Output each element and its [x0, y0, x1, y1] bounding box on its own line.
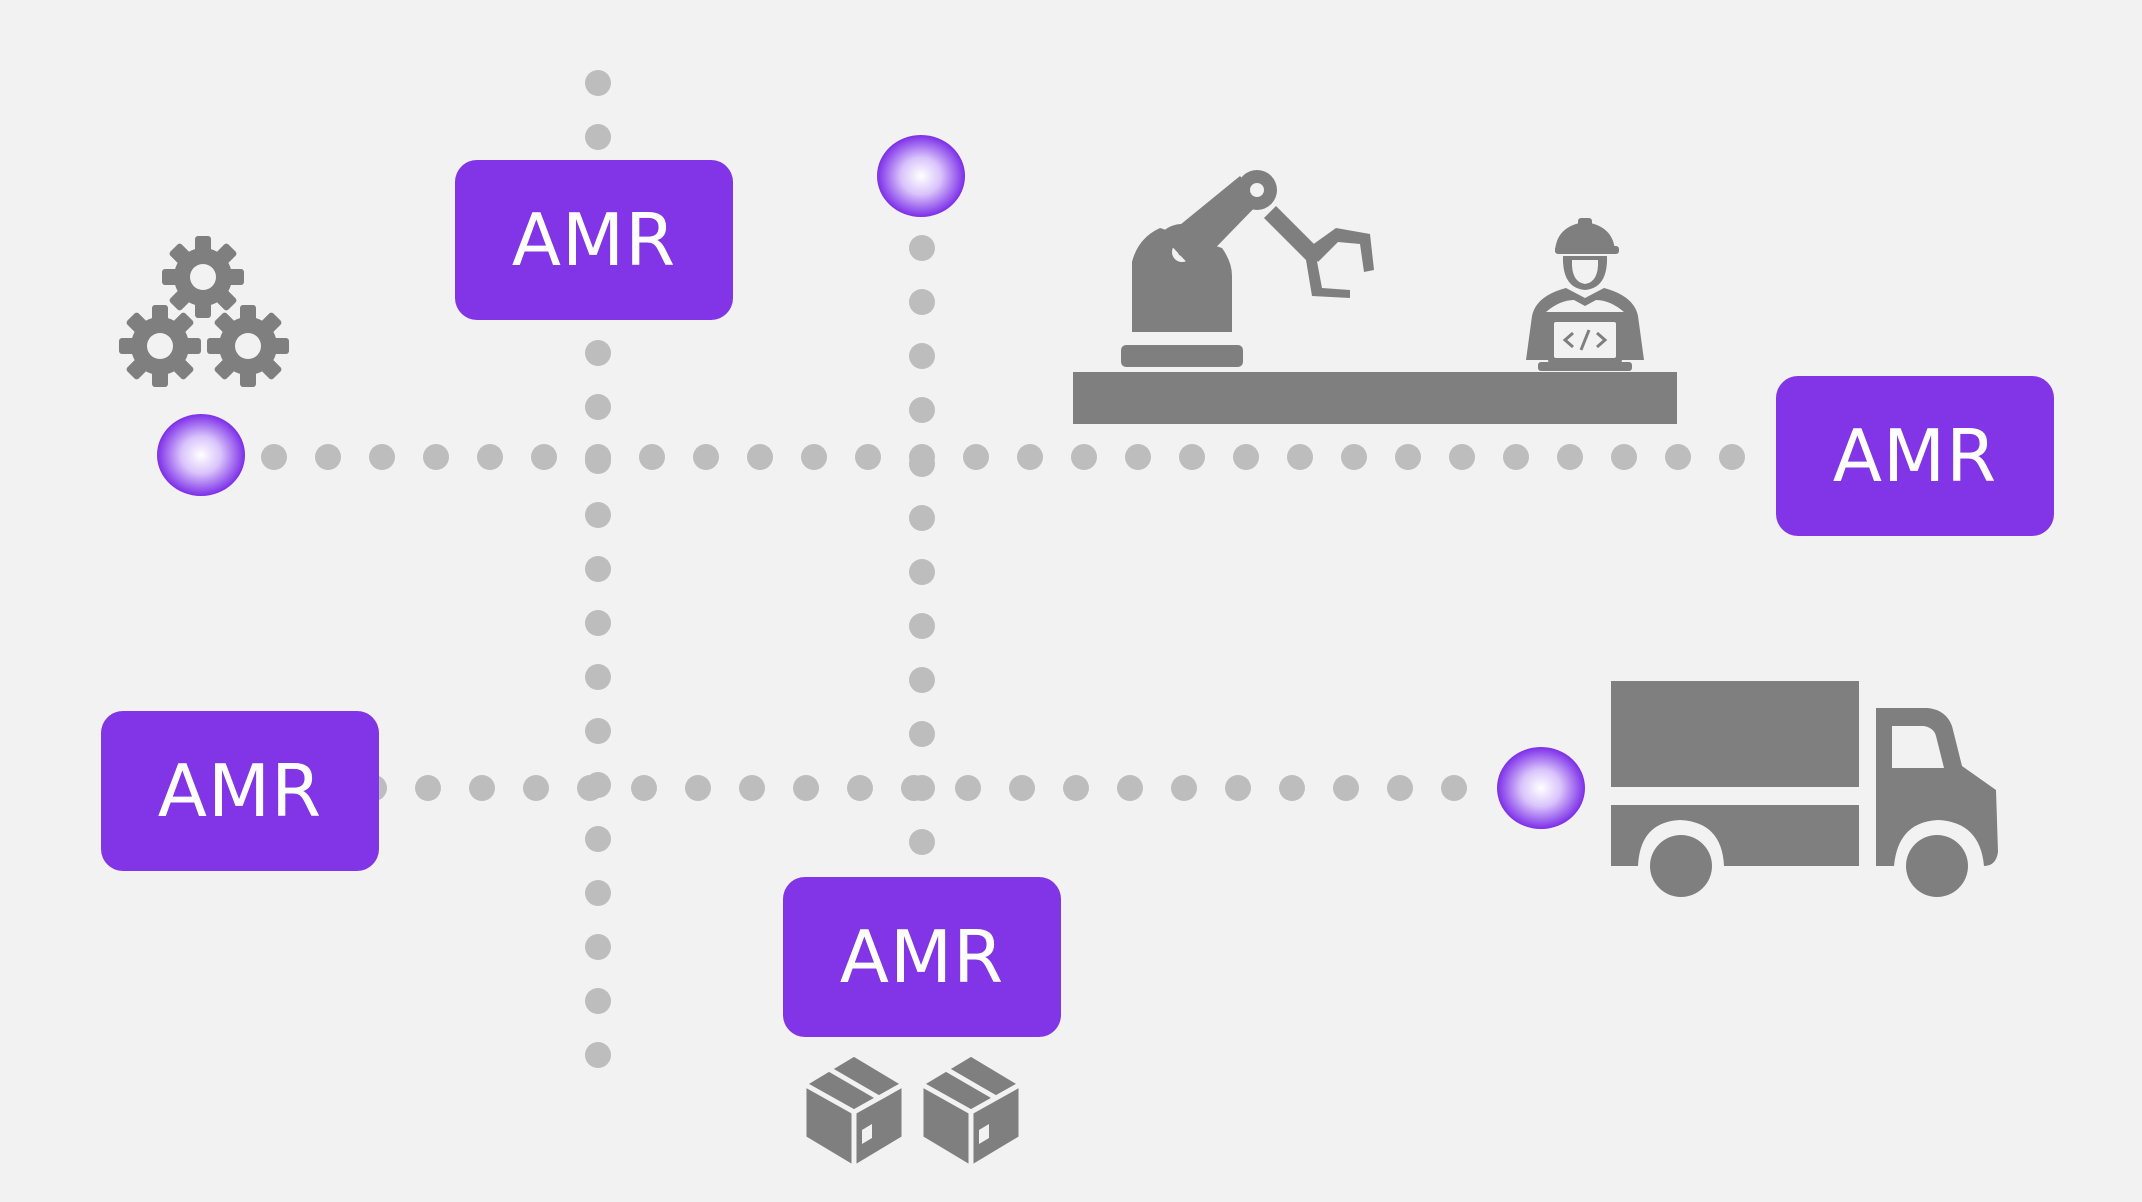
- path-dot: [1395, 444, 1421, 470]
- path-dot: [909, 235, 935, 261]
- workbench: [1073, 372, 1677, 424]
- path-dot: [1017, 444, 1043, 470]
- amr-box-bottom: AMR: [783, 877, 1061, 1037]
- path-dot: [909, 667, 935, 693]
- path-node-top: [877, 135, 965, 217]
- path-dot: [909, 721, 935, 747]
- path-dot: [423, 444, 449, 470]
- path-dot: [1125, 444, 1151, 470]
- delivery-truck-icon: [1611, 681, 1998, 897]
- path-dot: [909, 775, 935, 801]
- path-dot: [369, 444, 395, 470]
- path-dot: [909, 505, 935, 531]
- gears-icon: [119, 236, 289, 387]
- path-dot: [585, 502, 611, 528]
- path-dot: [909, 829, 935, 855]
- path-dots: [261, 70, 1745, 1068]
- path-dot: [963, 444, 989, 470]
- path-dot: [909, 397, 935, 423]
- path-dot: [1009, 775, 1035, 801]
- path-dot: [909, 559, 935, 585]
- path-dot: [585, 448, 611, 474]
- amr-box-left: AMR: [101, 711, 379, 871]
- path-dot: [477, 444, 503, 470]
- path-dot: [585, 610, 611, 636]
- path-dot: [1279, 775, 1305, 801]
- path-dot: [585, 718, 611, 744]
- amr-box-top: AMR: [455, 160, 733, 320]
- path-dot: [1387, 775, 1413, 801]
- path-dot: [1719, 444, 1745, 470]
- path-dot: [631, 775, 657, 801]
- path-dot: [585, 1042, 611, 1068]
- path-dot: [585, 880, 611, 906]
- amr-label: AMR: [157, 749, 323, 833]
- path-dot: [909, 613, 935, 639]
- path-dot: [1287, 444, 1313, 470]
- path-dot: [585, 340, 611, 366]
- path-dot: [585, 934, 611, 960]
- path-dot: [415, 775, 441, 801]
- path-dot: [639, 444, 665, 470]
- path-dot: [685, 775, 711, 801]
- path-dot: [585, 988, 611, 1014]
- path-dot: [1117, 775, 1143, 801]
- path-dot: [955, 775, 981, 801]
- amr-label: AMR: [511, 198, 677, 282]
- path-dot: [1179, 444, 1205, 470]
- path-dot: [801, 444, 827, 470]
- path-dot: [1171, 775, 1197, 801]
- path-dot: [793, 775, 819, 801]
- path-dot: [855, 444, 881, 470]
- path-dot: [261, 444, 287, 470]
- path-dot: [1441, 775, 1467, 801]
- path-dot: [1071, 444, 1097, 470]
- path-dot: [585, 124, 611, 150]
- path-node-left: [157, 414, 245, 496]
- path-dot: [693, 444, 719, 470]
- path-dot: [585, 826, 611, 852]
- path-dot: [1233, 444, 1259, 470]
- amr-label: AMR: [1832, 414, 1998, 498]
- path-dot: [585, 70, 611, 96]
- path-dot: [585, 772, 611, 798]
- path-dot: [747, 444, 773, 470]
- amr-label: AMR: [839, 915, 1005, 999]
- path-dot: [909, 451, 935, 477]
- path-dot: [1611, 444, 1637, 470]
- path-dot: [1333, 775, 1359, 801]
- path-dot: [1449, 444, 1475, 470]
- path-dot: [585, 556, 611, 582]
- path-dot: [1225, 775, 1251, 801]
- path-dot: [585, 394, 611, 420]
- path-dot: [531, 444, 557, 470]
- amr-box-right: AMR: [1776, 376, 2054, 536]
- path-dot: [1063, 775, 1089, 801]
- path-node-truck: [1497, 747, 1585, 829]
- robotic-arm-icon: [1121, 170, 1374, 367]
- path-dot: [469, 775, 495, 801]
- path-dot: [1665, 444, 1691, 470]
- path-dot: [523, 775, 549, 801]
- path-dot: [909, 343, 935, 369]
- path-dot: [739, 775, 765, 801]
- path-dot: [1557, 444, 1583, 470]
- path-dot: [1341, 444, 1367, 470]
- path-dot: [1503, 444, 1529, 470]
- path-dot: [315, 444, 341, 470]
- path-dot: [909, 289, 935, 315]
- path-dot: [585, 664, 611, 690]
- engineer-laptop-icon: [1526, 218, 1644, 371]
- path-dot: [847, 775, 873, 801]
- boxes-icon: [801, 1051, 1024, 1171]
